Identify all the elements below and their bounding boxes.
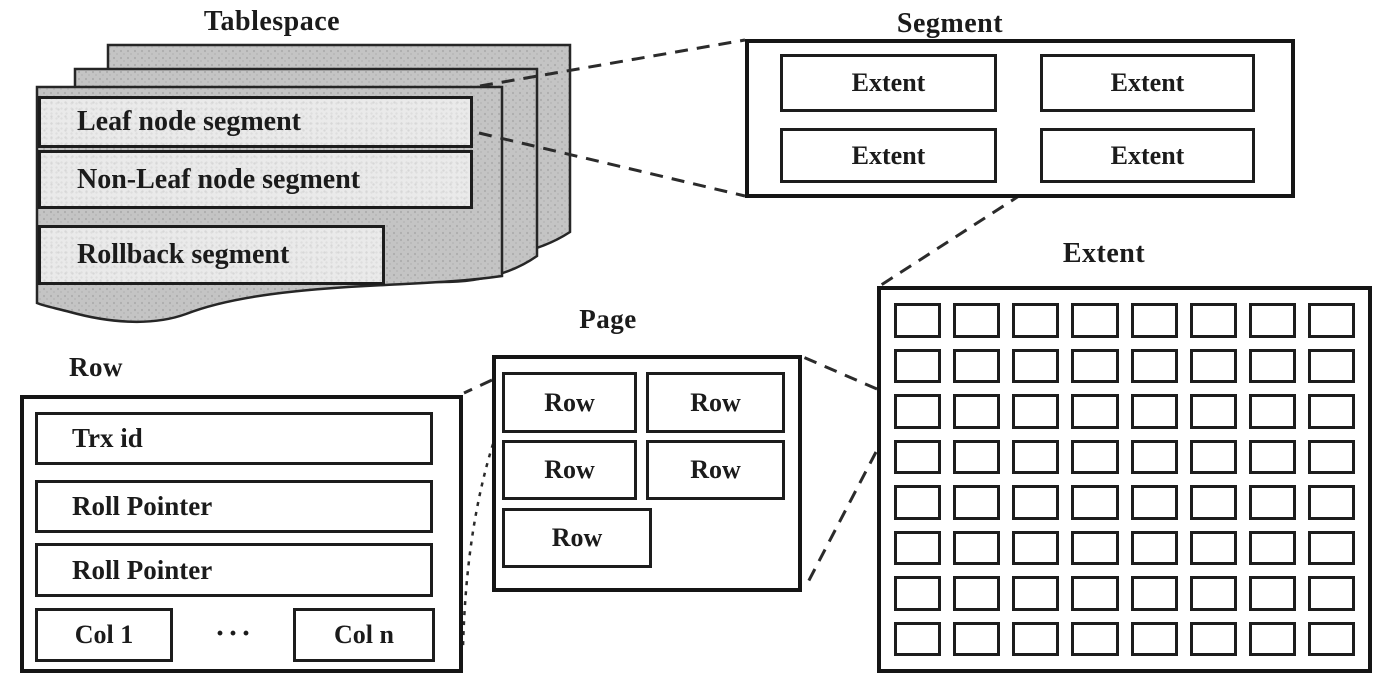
page-cell <box>894 621 942 656</box>
page-cell <box>953 394 1001 429</box>
page-cell <box>1189 439 1237 474</box>
page-cell <box>1130 348 1178 383</box>
page-cell <box>1130 439 1178 474</box>
column-ellipsis: ··· <box>215 617 255 650</box>
col-n-field: Col n <box>293 608 435 662</box>
col-1-field: Col 1 <box>35 608 173 662</box>
page-cell <box>1248 348 1296 383</box>
rollback-segment-label: Rollback segment <box>77 239 290 270</box>
connector-extent-page-bottom <box>804 451 878 587</box>
connector-tablespace-segment-top <box>479 38 746 88</box>
page-cell <box>1071 576 1119 611</box>
page-cell <box>1248 485 1296 520</box>
page-cell <box>1307 303 1355 338</box>
page-cell <box>1307 530 1355 565</box>
page-cell <box>894 439 942 474</box>
page-cell <box>1012 485 1060 520</box>
page-row-1: Row <box>502 372 637 433</box>
page-cell <box>953 439 1001 474</box>
extent-cell-3: Extent <box>780 128 997 183</box>
leaf-node-segment-label: Leaf node segment <box>77 106 301 137</box>
connector-segment-extent <box>877 192 1023 289</box>
page-cell <box>1071 530 1119 565</box>
page-cell <box>1248 621 1296 656</box>
page-cell <box>894 530 942 565</box>
extent-cell-4: Extent <box>1040 128 1255 183</box>
extent-title: Extent <box>1062 238 1146 269</box>
segment-title: Segment <box>896 8 1004 39</box>
page-cell <box>1012 439 1060 474</box>
page-cell <box>894 576 942 611</box>
page-cell <box>1189 348 1237 383</box>
connector-page-row-top <box>463 378 493 395</box>
extent-grid <box>877 286 1372 673</box>
trx-id-field: Trx id <box>35 412 433 465</box>
page-cell <box>1071 348 1119 383</box>
page-cell <box>953 576 1001 611</box>
page-cell <box>1012 576 1060 611</box>
page-cell <box>1189 485 1237 520</box>
roll-pointer-field-1: Roll Pointer <box>35 480 433 533</box>
page-cell <box>1307 348 1355 383</box>
page-row-3: Row <box>502 440 637 500</box>
page-cell <box>1012 530 1060 565</box>
tablespace-title: Tablespace <box>203 6 341 37</box>
page-cell <box>1248 576 1296 611</box>
page-cell <box>1248 303 1296 338</box>
page-cell <box>1012 394 1060 429</box>
leaf-node-segment-box: Leaf node segment <box>38 96 473 148</box>
page-cell <box>1189 576 1237 611</box>
page-cell <box>1248 530 1296 565</box>
page-cell <box>1130 303 1178 338</box>
extent-cell-2: Extent <box>1040 54 1255 112</box>
page-cell <box>1307 439 1355 474</box>
page-title: Page <box>579 304 637 334</box>
page-cell <box>1307 621 1355 656</box>
roll-pointer-field-2: Roll Pointer <box>35 543 433 597</box>
page-cell <box>894 348 942 383</box>
page-cell <box>1071 394 1119 429</box>
non-leaf-node-segment-box: Non-Leaf node segment <box>38 150 473 209</box>
page-cell <box>1130 530 1178 565</box>
connector-tablespace-segment-bottom <box>478 131 746 198</box>
connector-extent-page-top <box>802 355 878 391</box>
page-cell <box>1189 530 1237 565</box>
page-cell <box>1189 394 1237 429</box>
row-title: Row <box>69 352 123 382</box>
page-cell <box>1012 303 1060 338</box>
page-cell <box>953 303 1001 338</box>
page-cell <box>1248 394 1296 429</box>
extent-cell-1: Extent <box>780 54 997 112</box>
page-cell <box>1307 576 1355 611</box>
non-leaf-node-segment-label: Non-Leaf node segment <box>77 163 361 195</box>
page-cell <box>1071 303 1119 338</box>
page-cell <box>1307 485 1355 520</box>
page-cell <box>953 621 1001 656</box>
page-cell <box>1012 348 1060 383</box>
page-cell <box>953 530 1001 565</box>
page-cell <box>1071 485 1119 520</box>
page-cell <box>894 485 942 520</box>
page-cell <box>894 303 942 338</box>
page-cell <box>1189 303 1237 338</box>
page-row-2: Row <box>646 372 785 433</box>
page-cell <box>894 394 942 429</box>
page-cell <box>1012 621 1060 656</box>
rollback-segment-box: Rollback segment <box>38 225 385 285</box>
page-cell <box>1130 576 1178 611</box>
page-cell <box>1307 394 1355 429</box>
page-row-5: Row <box>502 508 652 568</box>
page-cell <box>1130 394 1178 429</box>
page-cell <box>1248 439 1296 474</box>
page-cell <box>1071 439 1119 474</box>
page-cell <box>1130 485 1178 520</box>
page-cell <box>953 348 1001 383</box>
page-cell <box>1071 621 1119 656</box>
page-cell <box>953 485 1001 520</box>
connector-page-row-bottom <box>461 443 495 649</box>
page-cell <box>1189 621 1237 656</box>
page-cell <box>1130 621 1178 656</box>
page-row-4: Row <box>646 440 785 500</box>
